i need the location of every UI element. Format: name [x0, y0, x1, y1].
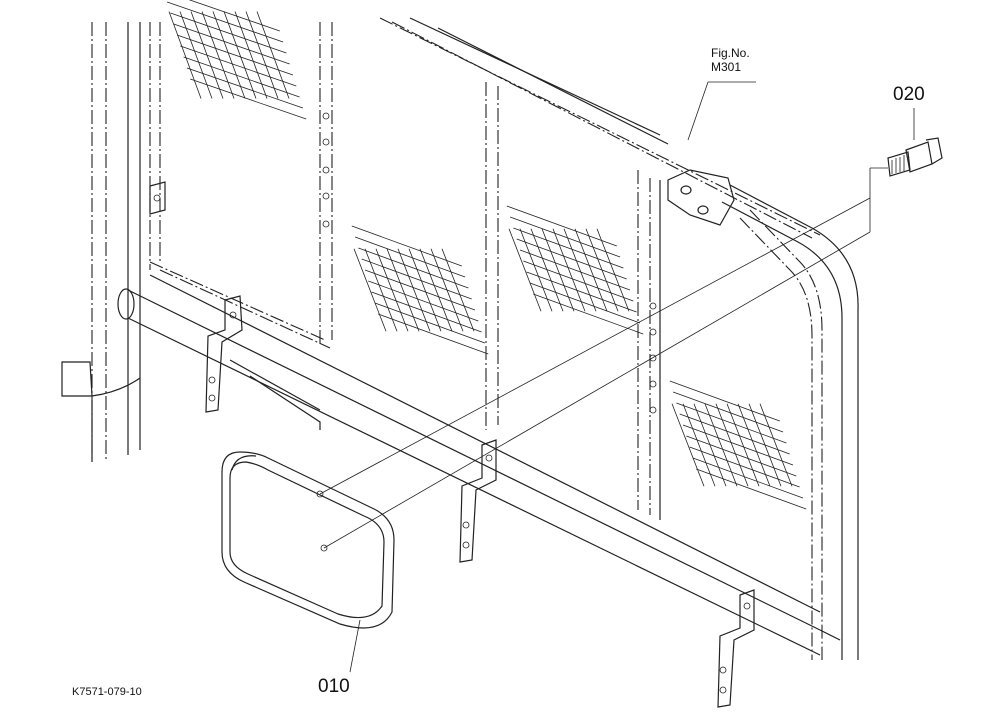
left-post [61, 22, 141, 462]
hole-rows [322, 112, 657, 414]
drawing-code: K7571-079-10 [72, 686, 142, 698]
rear-frame [149, 17, 859, 660]
work-lamp-010 [221, 451, 395, 629]
part-label-020: 020 [893, 84, 925, 105]
fig-number-label: Fig.No. M301 [711, 46, 750, 74]
part-label-010: 010 [318, 676, 350, 697]
hatch-patch-4 [669, 380, 807, 510]
hatch-patch-2 [351, 225, 489, 355]
hatch-patch-3 [506, 205, 644, 335]
bolt-020 [887, 137, 943, 177]
bumper-tube [117, 288, 841, 656]
fig-no-text: Fig.No. [711, 46, 750, 60]
glass-hatching [166, 0, 807, 510]
hatch-patch-1 [166, 0, 307, 120]
leader-lines [319, 81, 915, 673]
fig-code-text: M301 [711, 60, 742, 74]
mount-brackets [149, 169, 755, 708]
